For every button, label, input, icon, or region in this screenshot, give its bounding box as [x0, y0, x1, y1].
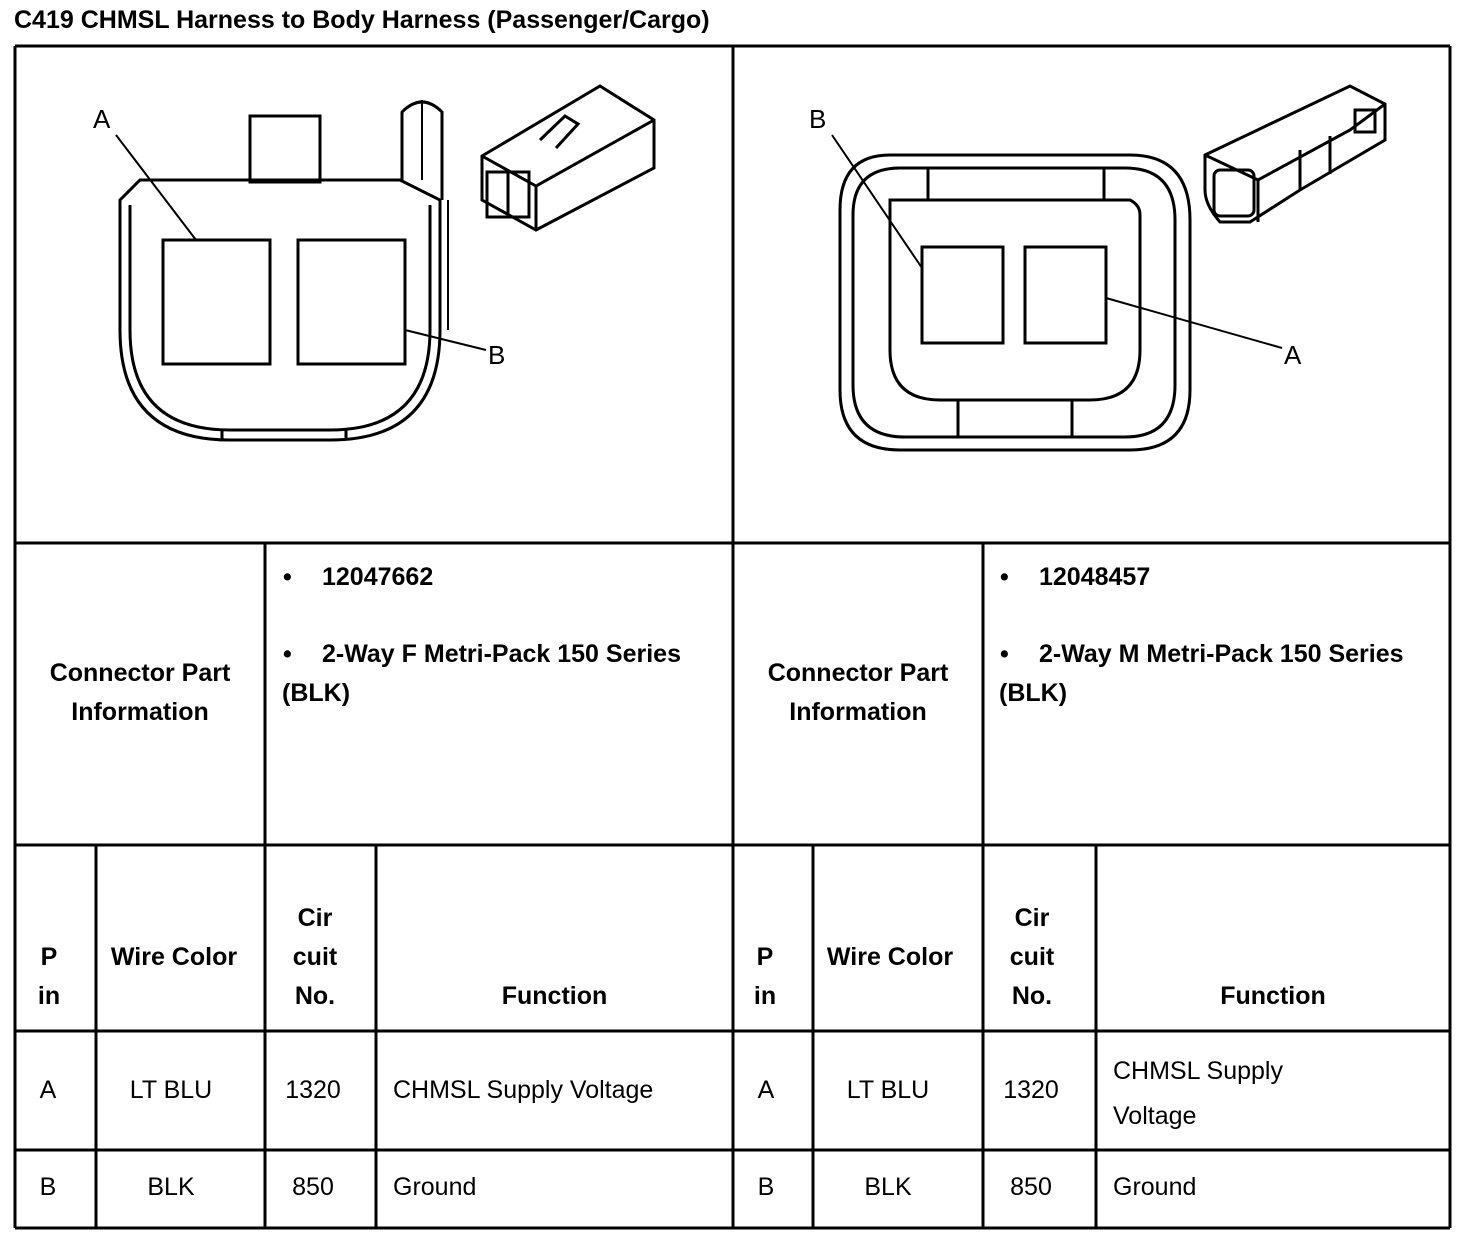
right-callout-lines: [831, 134, 1283, 349]
right-header-pin: P in: [753, 943, 777, 1010]
right-row-a-circuit: 1320: [1003, 1076, 1059, 1104]
right-row-a-function: CHMSL Supply Voltage: [1113, 1057, 1283, 1130]
right-row-b-color: BLK: [864, 1173, 912, 1201]
left-header-circuit: Cir cuit No.: [292, 904, 338, 1010]
left-part-number-bullet: •: [283, 563, 292, 591]
right-header-wire-color: Wire Color: [826, 943, 954, 971]
right-connector-face: [838, 153, 1192, 452]
left-row-b-circuit: 850: [292, 1173, 334, 1201]
left-callout-lines: [115, 134, 487, 351]
left-row-b-pin: B: [39, 1173, 57, 1201]
right-part-description-bullet: •: [1000, 640, 1009, 668]
left-header-function: Function: [501, 982, 608, 1010]
left-row-a-pin: A: [39, 1076, 57, 1104]
page-title: C419 CHMSL Harness to Body Harness (Pass…: [14, 6, 710, 34]
left-part-info-label: Connector Part Information: [49, 659, 231, 726]
right-header-function: Function: [1220, 982, 1326, 1010]
right-header-circuit: Cir cuit No.: [1009, 904, 1055, 1010]
right-row-a-color: LT BLU: [846, 1076, 930, 1104]
right-part-number: 12048457: [1039, 563, 1151, 591]
left-part-number: 12047662: [322, 563, 434, 591]
right-part-number-bullet: •: [1000, 563, 1009, 591]
right-callout-b: B: [809, 104, 827, 134]
right-row-b-function: Ground: [1113, 1173, 1197, 1201]
right-row-a-pin: A: [757, 1076, 775, 1104]
left-part-description-bullet: •: [283, 640, 292, 668]
right-row-b-circuit: 850: [1010, 1173, 1052, 1201]
left-callout-a: A: [93, 104, 111, 134]
left-row-b-function: Ground: [393, 1173, 477, 1201]
left-part-description: 2-Way F Metri-Pack 150 Series (BLK): [282, 640, 681, 707]
left-row-a-circuit: 1320: [285, 1076, 341, 1104]
right-part-info-label: Connector Part Information: [767, 659, 949, 726]
right-callout-a: A: [1284, 340, 1302, 370]
right-part-description: 2-Way M Metri-Pack 150 Series (BLK): [999, 640, 1404, 707]
left-connector-3d-view: [480, 84, 656, 232]
left-callout-b: B: [488, 340, 506, 370]
left-row-b-color: BLK: [147, 1173, 195, 1201]
right-row-b-pin: B: [757, 1173, 775, 1201]
left-row-a-function: CHMSL Supply Voltage: [393, 1076, 654, 1104]
left-row-a-color: LT BLU: [129, 1076, 213, 1104]
left-header-pin: P in: [37, 943, 61, 1010]
left-header-wire-color: Wire Color: [110, 943, 238, 971]
right-connector-3d-view: [1203, 84, 1387, 224]
left-connector-face: [118, 100, 449, 442]
